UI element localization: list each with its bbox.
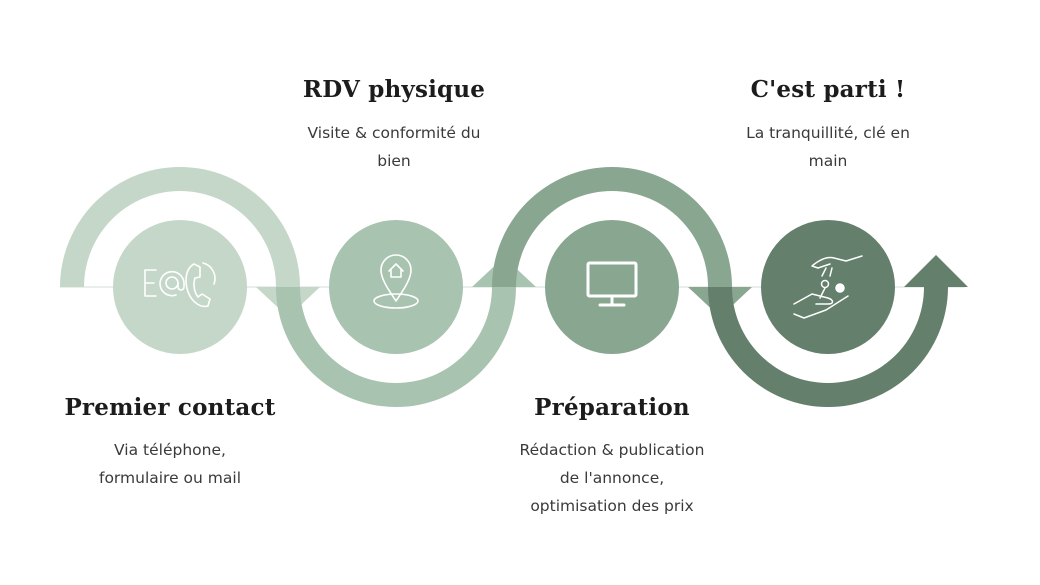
step-3-description: Rédaction & publication de l'annonce, op… <box>482 436 742 520</box>
step-3-title: Préparation <box>534 394 690 421</box>
wave-arc-1 <box>60 167 300 287</box>
step-4-title: C'est parti ! <box>750 76 906 103</box>
monitor-icon <box>586 261 638 307</box>
wave-arrow-4 <box>904 255 968 287</box>
step-4-description: La tranquillité, clé en main <box>698 119 958 175</box>
step-2-title: RDV physique <box>302 76 486 103</box>
step-circle-2 <box>329 220 463 354</box>
step-3-desc-line: optimisation des prix <box>530 497 694 515</box>
step-1-desc-line: formulaire ou mail <box>98 469 241 487</box>
step-circle-3 <box>545 220 679 354</box>
contact-icon <box>144 262 216 308</box>
step-1-description: Via téléphone, formulaire ou mail <box>40 436 300 492</box>
step-2-description: Visite & conformité du bien <box>264 119 524 175</box>
wave-arc-2 <box>276 287 516 407</box>
step-2-desc-line: Visite & conformité du <box>307 124 481 142</box>
step-3-desc-line: Rédaction & publication <box>519 441 705 459</box>
wave-arc-3 <box>492 167 732 287</box>
location-home-icon <box>373 254 419 309</box>
step-circle-1 <box>113 220 247 354</box>
step-1-title: Premier contact <box>64 394 276 421</box>
step-1-desc-line: Via téléphone, <box>114 441 226 459</box>
step-4-desc-line: main <box>808 152 848 170</box>
step-2-desc-line: bien <box>377 152 411 170</box>
wave-arc-4 <box>708 287 948 407</box>
step-4-desc-line: La tranquillité, clé en <box>746 124 910 142</box>
key-handover-icon <box>793 255 863 319</box>
step-3-desc-line: de l'annonce, <box>559 469 665 487</box>
